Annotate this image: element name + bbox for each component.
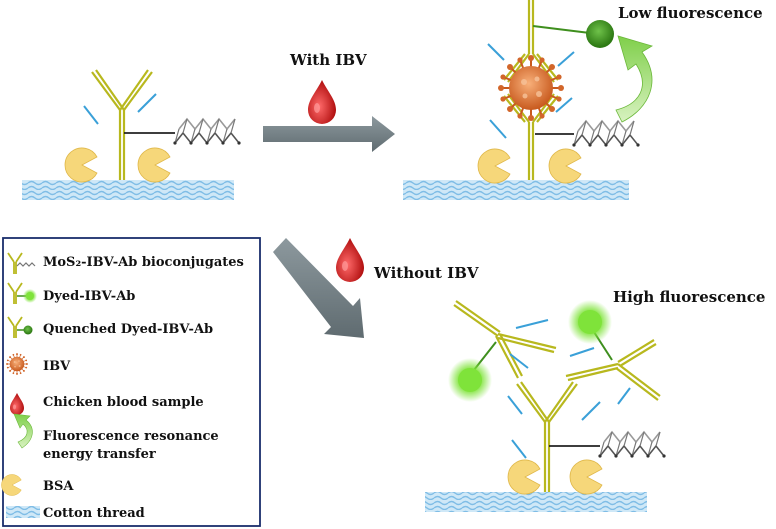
without-ibv-step: Without IBV (273, 238, 479, 338)
ibv-virus (497, 54, 565, 122)
high-fluorescence-label: High fluorescence (613, 288, 765, 306)
quenched-dyed-ibv-ab-icon (7, 316, 33, 338)
legend-label: Dyed-IBV-Ab (43, 289, 135, 304)
legend-label: Cotton thread (43, 506, 145, 521)
mos2-sheet (597, 431, 667, 459)
legend-label: BSA (43, 479, 74, 494)
without-ibv-label: Without IBV (373, 264, 479, 282)
fret-arrow-icon (13, 413, 33, 449)
mos2-sheet (172, 118, 242, 146)
ab-fragments (507, 319, 631, 459)
blood-drop-icon (308, 80, 336, 124)
legend-label: Chicken blood sample (43, 395, 204, 410)
right-arrow-icon (263, 116, 395, 152)
legend-label: Fluorescence resonance (43, 429, 219, 444)
cotton-thread (22, 180, 234, 200)
cotton-thread (425, 492, 647, 512)
ab-fragments (487, 43, 575, 139)
legend-label: MoS₂-IBV-Ab bioconjugates (43, 255, 244, 270)
high-fluorescence-panel: High fluorescence (425, 288, 765, 512)
bsa (64, 147, 98, 183)
dyed-ab-fragments (83, 93, 157, 125)
bsa (137, 147, 171, 183)
bsa (569, 459, 603, 495)
legend-box (2, 237, 261, 527)
with-ibv-label: With IBV (289, 51, 367, 69)
low-fluorescence-panel: Low fluorescence (403, 0, 763, 200)
with-ibv-step: With IBV (263, 51, 395, 152)
low-fluorescence-label: Low fluorescence (618, 4, 763, 22)
bsa (548, 148, 582, 184)
legend: MoS₂-IBV-Ab bioconjugates Dyed-IBV-Ab Qu… (1, 237, 261, 527)
free-dyed-antibody (565, 339, 661, 401)
legend-label: energy transfer (43, 447, 156, 462)
blood-drop-icon (336, 238, 364, 282)
quenched-dye (586, 20, 614, 48)
bsa (477, 148, 511, 184)
mos2-ibv-ab-bioconjugate-icon (7, 252, 36, 274)
free-dyed-antibody (453, 300, 557, 379)
dyed-ibv-ab-icon (7, 282, 37, 304)
bsa (507, 459, 541, 495)
legend-label: Quenched Dyed-IBV-Ab (43, 322, 213, 337)
cotton-thread-icon (6, 506, 40, 518)
ibv-virus-icon (5, 352, 29, 376)
legend-label: IBV (43, 359, 71, 374)
diagonal-arrow-icon (273, 238, 364, 338)
mos2-sheet (571, 120, 641, 148)
fret-arrow-icon (615, 35, 653, 123)
cotton-thread (403, 180, 629, 200)
initial-state-panel (22, 68, 242, 200)
